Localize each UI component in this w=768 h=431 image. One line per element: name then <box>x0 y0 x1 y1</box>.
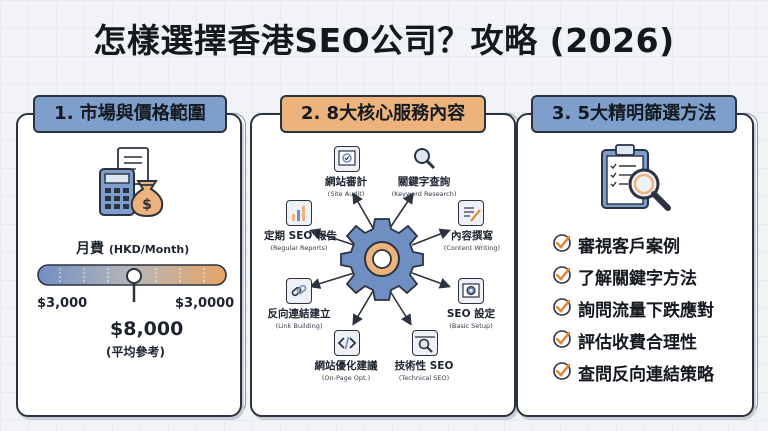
settings-icon <box>458 278 484 304</box>
check-icon <box>553 298 571 316</box>
service-keyword-research: 關鍵字查詢 (Keyword Research) <box>391 176 457 198</box>
gear-icon <box>340 218 424 301</box>
service-link-building: 反向連結建立 (Link Building) <box>267 308 331 330</box>
checklist-icon <box>334 146 360 172</box>
check-icon <box>553 234 571 252</box>
check-icon <box>553 330 571 348</box>
magnifier-icon <box>412 146 436 170</box>
service-technical-seo: 技術性 SEO (Technical SEO) <box>394 360 454 382</box>
browser-search-icon <box>412 330 438 356</box>
calculator-icon <box>99 168 135 216</box>
service-regular-reports: 定期 SEO 報告 (Regular Reports) <box>264 230 337 252</box>
page-title: 怎樣選擇香港SEO公司？攻略 (2026) <box>93 21 675 60</box>
link-icon <box>286 278 312 304</box>
min-price-label: $3,000 <box>37 296 88 311</box>
code-icon <box>334 330 360 356</box>
max-price-label: $3,0000 <box>175 296 235 311</box>
check-icon <box>553 362 571 380</box>
panel3-tag: 3. 5大精明篩選方法 <box>531 95 737 133</box>
svg-text:$: $ <box>142 197 152 213</box>
clipboard-magnifier-icon <box>601 144 671 211</box>
service-site-audit: 網站審計 (Site Audit) <box>325 176 367 198</box>
service-seo-setup: SEO 設定 (Basic Setup) <box>446 308 496 330</box>
panel1-illustration: $ <box>99 147 164 218</box>
money-bag-icon: $ <box>130 180 164 218</box>
service-onpage-optimization: 網站優化建議 (On-Page Opt.) <box>314 360 378 382</box>
average-marker <box>126 268 142 284</box>
panel1-tag: 1. 市場與價格範圍 <box>33 95 227 133</box>
writing-icon <box>458 200 484 226</box>
report-icon <box>286 200 312 226</box>
price-range-bar <box>37 264 227 302</box>
average-note: (平均參考) <box>106 345 165 359</box>
fee-label: 月費 (HKD/Month) <box>76 241 190 257</box>
check-icon <box>553 266 571 284</box>
panel2-tag: 2. 8大核心服務內容 <box>280 95 486 133</box>
services-diagram <box>308 192 452 326</box>
average-price: $8,000 <box>110 318 184 340</box>
service-content-writing: 內容撰寫 (Content Writing) <box>443 230 501 252</box>
